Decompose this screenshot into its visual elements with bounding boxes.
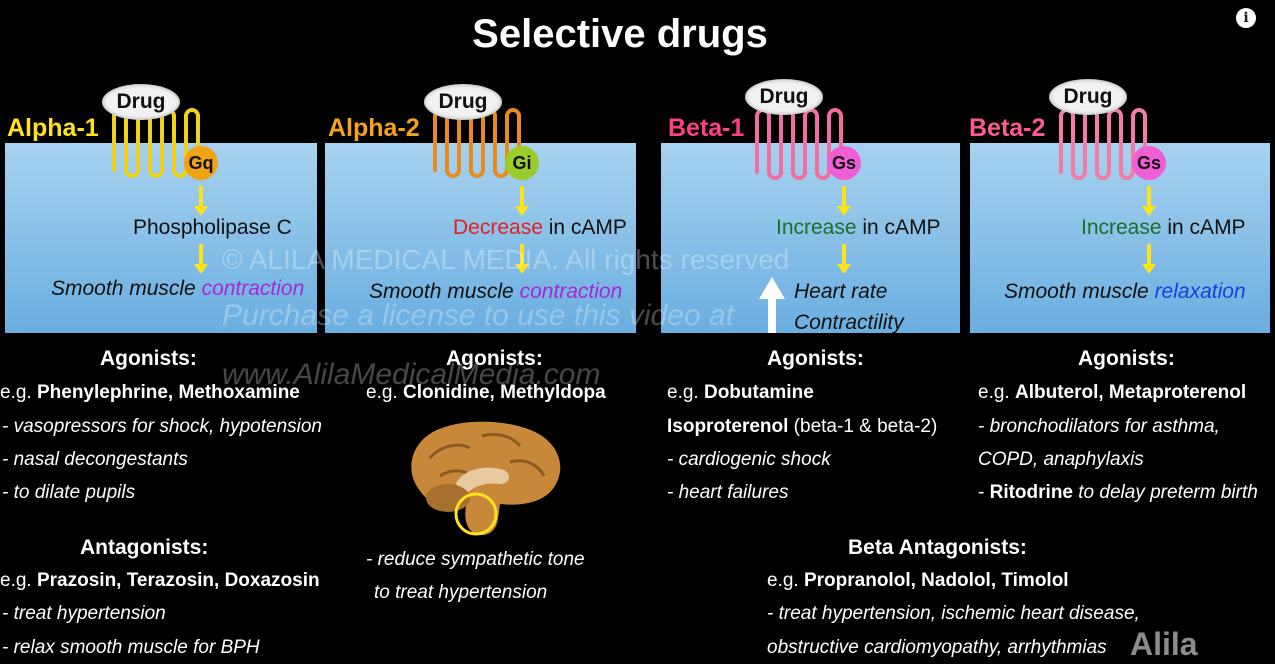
drug-name: Isoproterenol <box>667 416 789 437</box>
use-item: obstructive cardiomyopathy, arrhythmias <box>767 637 1107 658</box>
agonists-example-isoproterenol: Isoproterenol (beta-1 & beta-2) <box>667 416 937 438</box>
receptor-label-beta-1: Beta-1 <box>668 114 745 142</box>
use-item: - bronchodilators for asthma, <box>978 416 1220 437</box>
antagonists-examples-alpha-1: e.g. Prazosin, Terazosin, Doxazosin <box>0 570 320 592</box>
down-arrow-icon <box>194 186 208 216</box>
effect-highlight: contraction <box>519 280 623 303</box>
g-protein-gq: Gq <box>184 146 218 180</box>
drug-ellipse-alpha-2: Drug <box>424 84 502 120</box>
step-text: in cAMP <box>1161 216 1246 239</box>
step-increase-camp: Increase in cAMP <box>776 216 941 240</box>
step-phospholipase-c: Phospholipase C <box>133 216 292 239</box>
agonists-examples-alpha-2: e.g. Clonidine, Methyldopa <box>366 382 606 404</box>
use-item: to treat hypertension <box>374 582 548 603</box>
up-arrow-icon <box>759 277 785 333</box>
g-protein-gi: Gi <box>505 146 539 180</box>
g-protein-gs: Gs <box>827 146 861 180</box>
receptor-label-beta-2: Beta-2 <box>969 114 1046 142</box>
page-title: Selective drugs <box>472 12 768 56</box>
brand-watermark: Alila <box>1130 626 1198 662</box>
panel-beta-1 <box>661 143 960 333</box>
receptor-label-alpha-1: Alpha-1 <box>7 114 99 142</box>
effect-alpha-1: Smooth muscle contraction <box>51 277 304 301</box>
agonists-header-beta-2: Agonists: <box>1078 347 1175 370</box>
antagonists-header-alpha-1: Antagonists: <box>80 536 209 559</box>
receptor-label-alpha-2: Alpha-2 <box>328 114 420 142</box>
drug-names: Albuterol, Metaproterenol <box>1014 382 1247 403</box>
use-text: to delay preterm birth <box>1073 482 1258 503</box>
brain-icon <box>411 421 561 536</box>
eg-prefix: e.g. <box>667 382 704 403</box>
info-icon[interactable]: i <box>1236 8 1256 28</box>
beta-antagonists-header: Beta Antagonists: <box>848 536 1027 559</box>
drug-ellipse-alpha-1: Drug <box>102 84 180 120</box>
eg-prefix: e.g. <box>767 570 804 591</box>
drug-names: Clonidine, Methyldopa <box>402 382 606 403</box>
use-item: - treat hypertension, ischemic heart dis… <box>767 603 1140 624</box>
copyright-watermark: © ALILA MEDICAL MEDIA. All rights reserv… <box>222 244 790 275</box>
beta-antagonists-examples: e.g. Propranolol, Nadolol, Timolol <box>767 570 1069 592</box>
drug-note: (beta-1 & beta-2) <box>788 416 938 437</box>
effect-text: Smooth muscle <box>369 280 520 303</box>
effect-beta-2: Smooth muscle relaxation <box>1004 280 1246 304</box>
effect-highlight: relaxation <box>1154 280 1246 303</box>
agonists-header-beta-1: Agonists: <box>767 347 864 370</box>
down-arrow-icon <box>837 186 851 216</box>
receptor-coil <box>1059 108 1147 180</box>
effect-highlight: contraction <box>201 277 305 300</box>
agonists-example-dobutamine: e.g. Dobutamine <box>667 382 814 404</box>
drug-name: Ritodrine <box>989 482 1073 503</box>
agonists-header-alpha-2: Agonists: <box>446 347 543 370</box>
down-arrow-icon <box>837 244 851 274</box>
step-text: in cAMP <box>542 216 627 239</box>
step-keyword: Decrease <box>453 216 543 239</box>
step-increase-camp: Increase in cAMP <box>1081 216 1246 240</box>
down-arrow-icon <box>515 244 529 274</box>
drug-ellipse-beta-1: Drug <box>745 79 823 115</box>
use-item: - to dilate pupils <box>2 482 136 503</box>
use-item: - relax smooth muscle for BPH <box>2 637 260 658</box>
agonists-header-alpha-1: Agonists: <box>100 347 197 370</box>
down-arrow-icon <box>515 186 529 216</box>
dash: - <box>978 482 990 503</box>
use-item: - reduce sympathetic tone <box>366 549 585 570</box>
down-arrow-icon <box>194 244 208 274</box>
use-item: COPD, anaphylaxis <box>978 449 1144 470</box>
effect-alpha-2: Smooth muscle contraction <box>369 280 622 304</box>
use-item: - cardiogenic shock <box>667 449 831 470</box>
effect-heart-rate: Heart rate <box>794 280 888 303</box>
effect-contractility: Contractility <box>794 311 904 334</box>
use-item: - treat hypertension <box>2 603 166 624</box>
eg-prefix: e.g. <box>0 382 37 403</box>
step-keyword: Increase <box>776 216 857 239</box>
use-item: - heart failures <box>667 482 789 503</box>
agonists-examples-alpha-1: e.g. Phenylephrine, Methoxamine <box>0 382 300 404</box>
effect-text: Smooth muscle <box>51 277 202 300</box>
g-protein-gs: Gs <box>1132 146 1166 180</box>
receptor-coil <box>755 108 843 180</box>
drug-ellipse-beta-2: Drug <box>1049 79 1127 115</box>
agonists-examples-beta-2: e.g. Albuterol, Metaproterenol <box>978 382 1246 404</box>
license-watermark: Purchase a license to use this video at <box>222 299 734 332</box>
step-keyword: Increase <box>1081 216 1162 239</box>
effect-text: Smooth muscle <box>1004 280 1155 303</box>
ritodrine-item: - Ritodrine to delay preterm birth <box>978 482 1258 504</box>
use-item: - nasal decongestants <box>2 449 188 470</box>
down-arrow-icon <box>1142 244 1156 274</box>
eg-prefix: e.g. <box>978 382 1015 403</box>
drug-name: Dobutamine <box>703 382 814 403</box>
drug-names: Phenylephrine, Methoxamine <box>36 382 300 403</box>
website-watermark: www.AlilaMedicalMedia.com <box>222 358 601 391</box>
eg-prefix: e.g. <box>366 382 403 403</box>
down-arrow-icon <box>1142 186 1156 216</box>
drug-names: Propranolol, Nadolol, Timolol <box>803 570 1069 591</box>
use-item: - vasopressors for shock, hypotension <box>2 416 322 437</box>
eg-prefix: e.g. <box>0 570 37 591</box>
drug-names: Prazosin, Terazosin, Doxazosin <box>36 570 320 591</box>
step-text: in cAMP <box>856 216 941 239</box>
step-decrease-camp: Decrease in cAMP <box>453 216 627 240</box>
